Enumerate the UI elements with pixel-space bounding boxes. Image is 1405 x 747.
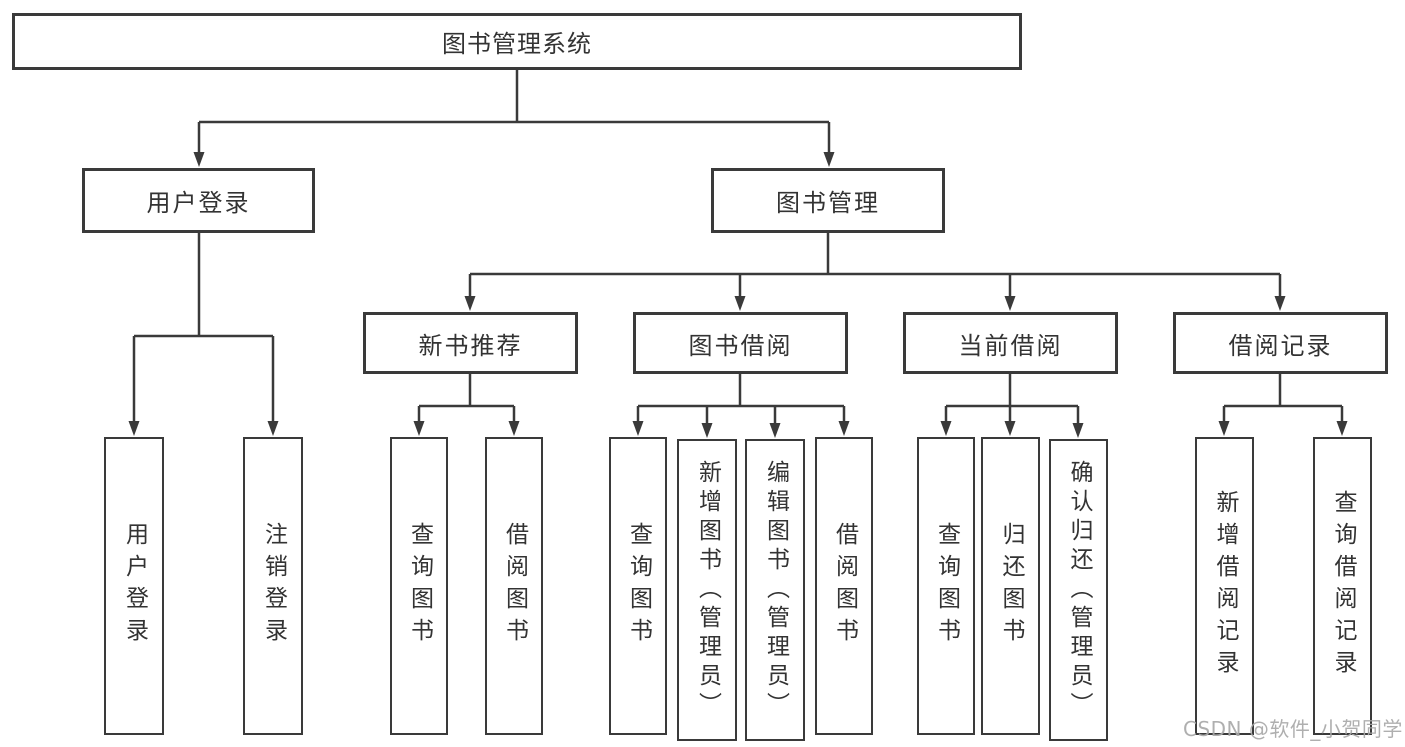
node-label: 用户登录 (146, 189, 251, 217)
leaf-query-books-recommend: 查询图书 (390, 437, 448, 735)
arrow-down-icon (464, 296, 476, 311)
watermark: CSDN @软件_小贺同学 (1183, 717, 1403, 741)
node-new-book-recommend: 新书推荐 (363, 312, 578, 374)
node-label: 借阅图书 (501, 522, 528, 650)
node-label: 新增图书（管理员） (694, 459, 721, 721)
leaf-borrow-books-recommend: 借阅图书 (485, 437, 543, 735)
node-library-management-system: 图书管理系统 (12, 13, 1022, 70)
leaf-confirm-return-admin: 确认归还（管理员） (1049, 439, 1108, 741)
node-label: 借阅图书 (831, 522, 858, 650)
node-user-login: 用户登录 (82, 168, 315, 233)
arrow-down-icon (1004, 296, 1016, 311)
arrow-down-icon (734, 296, 746, 311)
node-label: 查询图书 (933, 522, 960, 650)
node-label: 图书管理系统 (442, 30, 592, 58)
leaf-return-books: 归还图书 (981, 437, 1040, 735)
node-label: 编辑图书（管理员） (762, 459, 789, 721)
node-label: 图书借阅 (688, 331, 793, 360)
arrow-down-icon (193, 152, 205, 167)
arrow-down-icon (632, 421, 644, 436)
leaf-query-borrow-record: 查询借阅记录 (1313, 437, 1372, 735)
arrow-down-icon (508, 421, 520, 436)
leaf-user-login: 用户登录 (104, 437, 164, 735)
arrow-down-icon (1274, 296, 1286, 311)
node-label: 注销登录 (260, 522, 287, 650)
leaf-query-books-borrow: 查询图书 (609, 437, 667, 735)
arrow-down-icon (413, 421, 425, 436)
node-label: 用户登录 (121, 522, 148, 650)
node-label: 图书管理 (776, 189, 880, 217)
arrow-down-icon (940, 421, 952, 436)
arrow-down-icon (1072, 423, 1084, 438)
arrow-down-icon (701, 423, 713, 438)
edge-userlogin-to-leaves (132, 233, 275, 421)
leaf-logout: 注销登录 (243, 437, 303, 735)
edge-root-to-level2 (197, 70, 831, 153)
arrow-down-icon (128, 421, 140, 436)
node-label: 查询图书 (625, 522, 652, 650)
edge-records-to-leaves (1222, 374, 1344, 421)
leaf-query-books-current: 查询图书 (917, 437, 975, 735)
leaf-add-borrow-record: 新增借阅记录 (1195, 437, 1254, 735)
arrowheads (128, 152, 1348, 438)
node-label: 当前借阅 (958, 331, 1063, 360)
arrow-down-icon (1218, 421, 1230, 436)
edge-bookborrow-to-leaves (636, 374, 846, 423)
arrow-down-icon (838, 421, 850, 436)
arrow-down-icon (769, 423, 781, 438)
node-label: 查询借阅记录 (1330, 490, 1356, 682)
arrow-down-icon (1004, 421, 1016, 436)
node-label: 确认归还（管理员） (1066, 459, 1092, 721)
node-borrowing-records: 借阅记录 (1173, 312, 1388, 374)
node-label: 归还图书 (998, 522, 1024, 650)
node-book-borrowing: 图书借阅 (633, 312, 848, 374)
node-label: 借阅记录 (1228, 331, 1333, 360)
edge-newbook-to-leaves (417, 374, 516, 421)
node-book-management: 图书管理 (711, 168, 945, 233)
arrow-down-icon (267, 421, 279, 436)
node-label: 新书推荐 (418, 331, 523, 360)
node-label: 查询图书 (406, 522, 433, 650)
arrow-down-icon (1336, 421, 1348, 436)
node-current-borrowing: 当前借阅 (903, 312, 1118, 374)
arrow-down-icon (823, 152, 835, 167)
edge-currentborrow-to-leaves (944, 374, 1080, 423)
edge-bookmgmt-to-level3 (468, 233, 1282, 296)
leaf-borrow-books: 借阅图书 (815, 437, 873, 735)
node-label: 新增借阅记录 (1212, 490, 1238, 682)
leaf-edit-book-admin: 编辑图书（管理员） (745, 439, 805, 741)
leaf-add-book-admin: 新增图书（管理员） (677, 439, 737, 741)
